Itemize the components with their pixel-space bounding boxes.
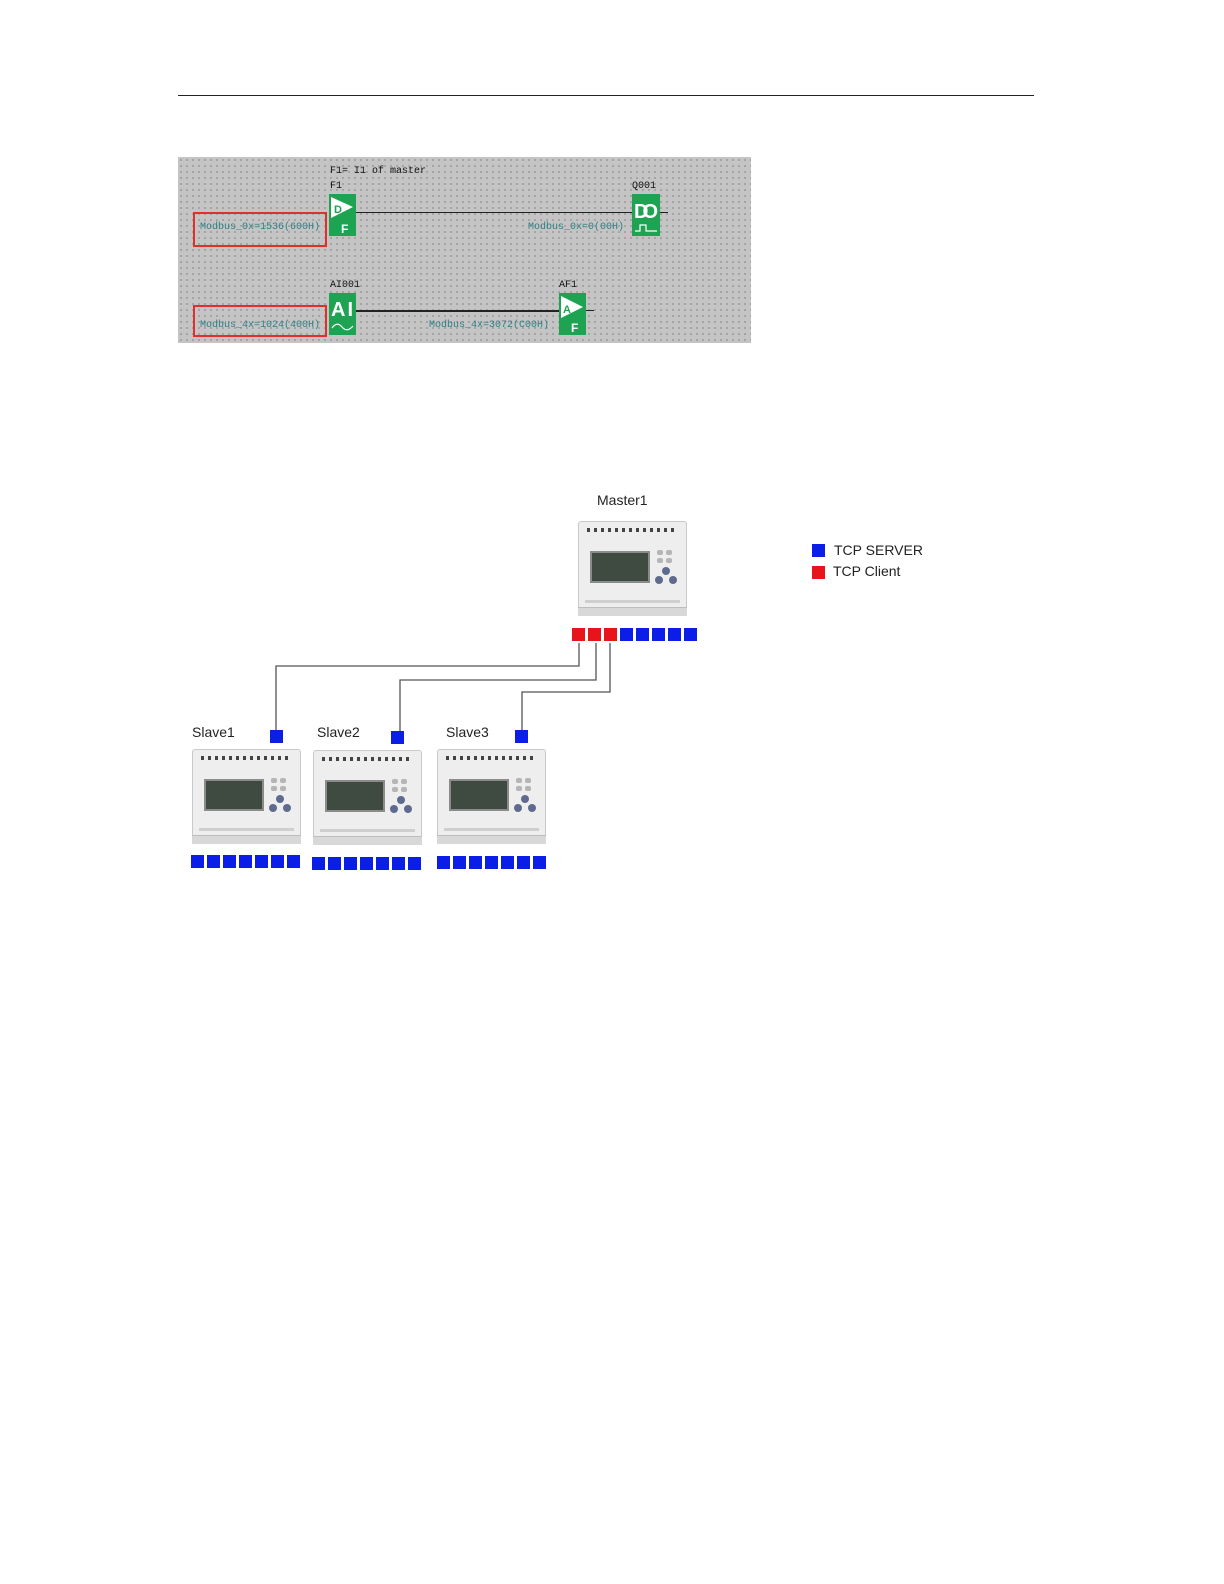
slave1-port-4 [239,855,252,868]
wire-master-slave2 [400,643,596,731]
slave3-label: Slave3 [446,724,489,740]
master-plc-device[interactable] [578,521,687,616]
legend-swatch-server [812,544,825,557]
slave3-port-1 [437,856,450,869]
slave2-plc-device[interactable] [313,750,422,845]
slave1-port-2 [207,855,220,868]
slave1-port-7 [287,855,300,868]
slave1-port-6 [271,855,284,868]
slave1-port-1 [191,855,204,868]
slave3-port-3 [469,856,482,869]
wire-master-slave3 [522,643,610,731]
slave3-port-4 [485,856,498,869]
slave2-port-4 [360,857,373,870]
slave1-plc-device[interactable] [192,749,301,844]
slave1-label: Slave1 [192,724,235,740]
slave2-port-7 [408,857,421,870]
legend-swatch-client [812,566,825,579]
master-label: Master1 [597,492,648,508]
master-port-5 [636,628,649,641]
slave3-server-port [515,730,528,743]
master-port-6 [652,628,665,641]
slave3-port-6 [517,856,530,869]
legend-label-server: TCP SERVER [834,542,923,558]
slave2-port-6 [392,857,405,870]
slave2-port-2 [328,857,341,870]
slave3-port-2 [453,856,466,869]
legend-label-client: TCP Client [833,563,900,579]
slave1-port-3 [223,855,236,868]
slave2-port-3 [344,857,357,870]
slave3-port-5 [501,856,514,869]
master-port-4 [620,628,633,641]
slave3-plc-device[interactable] [437,749,546,844]
master-port-3 [604,628,617,641]
wire-master-slave1 [276,643,579,731]
slave3-port-7 [533,856,546,869]
slave1-server-port [270,730,283,743]
master-port-1 [572,628,585,641]
slave2-port-5 [376,857,389,870]
master-port-8 [684,628,697,641]
slave2-server-port [391,731,404,744]
slave2-label: Slave2 [317,724,360,740]
master-port-2 [588,628,601,641]
slave1-port-5 [255,855,268,868]
master-port-7 [668,628,681,641]
slave2-port-1 [312,857,325,870]
